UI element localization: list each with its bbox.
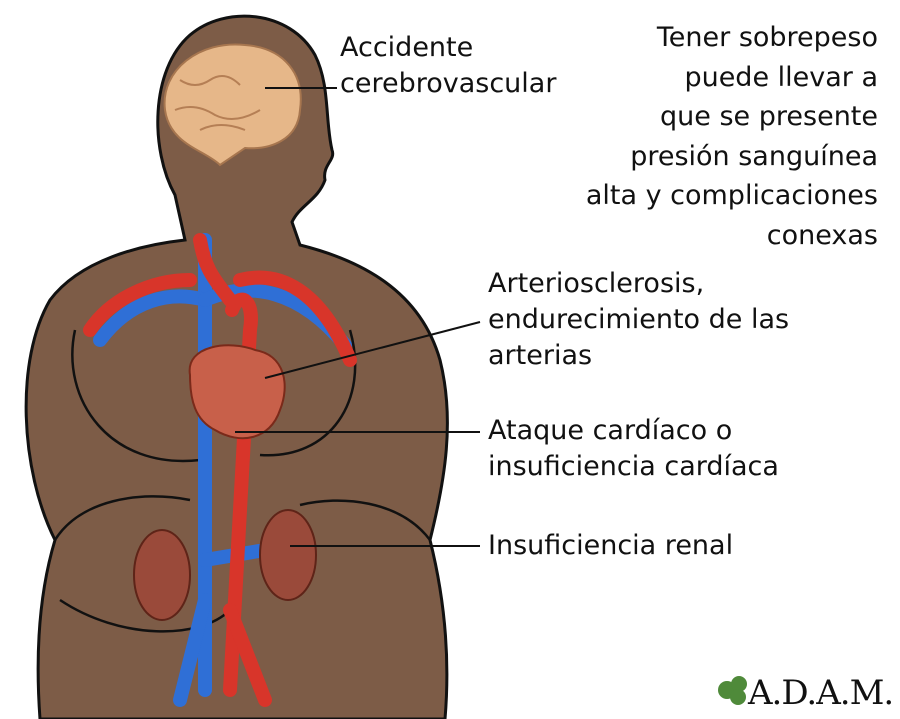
- label-heart: Ataque cardíaco o insuficiencia cardíaca: [488, 413, 779, 485]
- label-line: Tener sobrepeso: [656, 22, 878, 53]
- label-line: puede llevar a: [684, 61, 878, 93]
- label-line: Insuficiencia renal: [488, 530, 734, 561]
- label-line: alta y complicaciones: [585, 180, 878, 211]
- label-line: presión sanguínea: [630, 140, 878, 172]
- leaf-icon: [718, 676, 747, 705]
- adam-logo: A.D.A.M.: [748, 673, 894, 713]
- body-contours: [53, 329, 431, 633]
- label-line: arterias: [488, 340, 593, 371]
- leader-lines: [235, 87, 481, 547]
- brain: [163, 43, 302, 167]
- label-line: conexas: [766, 219, 878, 251]
- arteries: [83, 233, 357, 707]
- label-stroke: Accidente cerebrovascular: [340, 30, 556, 102]
- right-kidney: [259, 509, 317, 601]
- label-kidney: Insuficiencia renal: [488, 528, 733, 564]
- label-line: endurecimiento de las: [488, 304, 790, 335]
- label-line: Accidente: [340, 32, 474, 63]
- label-arteriosclerosis: Arteriosclerosis, endurecimiento de las …: [488, 266, 789, 374]
- label-line: que se presente: [660, 101, 878, 132]
- label-line: Ataque cardíaco o: [488, 415, 733, 446]
- left-kidney: [133, 529, 191, 621]
- label-summary: Tener sobrepeso puede llevar a que se pr…: [586, 18, 878, 255]
- heart: [188, 344, 286, 440]
- label-line: Arteriosclerosis,: [488, 268, 705, 299]
- label-line: cerebrovascular: [340, 68, 557, 99]
- label-line: insuficiencia cardíaca: [488, 451, 779, 482]
